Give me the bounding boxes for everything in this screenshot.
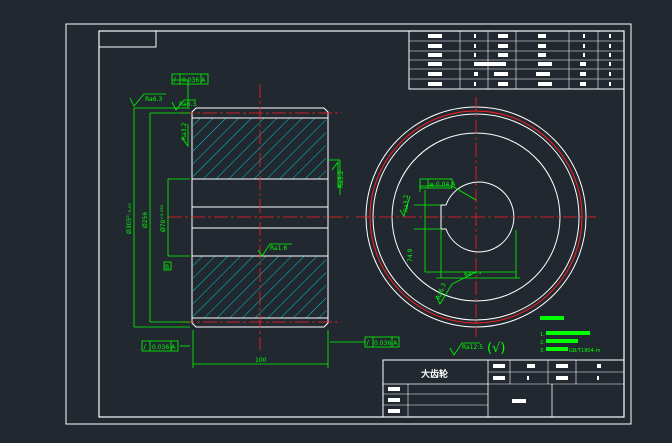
keyway-symmetry-label: ≡ 0.04 A [429, 181, 456, 188]
dim-keyway-depth-label: 74.9 [407, 248, 414, 262]
flatness-bottom-label: 0.036 A [152, 344, 176, 351]
dim-root-dia-label: Ø256 [142, 212, 149, 228]
flatness-top-label: 0.036 A [182, 77, 206, 84]
title-block: 大齿轮 [382, 359, 625, 418]
note-item-2: 2. [540, 340, 545, 346]
flatness-frame-bottom: ∕ 0.036 A [141, 340, 179, 352]
front-dimensions [414, 178, 520, 305]
roughness-bore-front-label: Ra6.3 [435, 282, 448, 301]
note-item-3-std: GB/T1804-m [569, 348, 601, 354]
section-centerlines [168, 84, 350, 350]
check-mark-label: (√) [487, 341, 505, 356]
roughness-top-right-label: Ra6.3 [179, 101, 196, 108]
roughness-face-right-label: Ra3.2 [338, 171, 345, 188]
notes-heading [540, 316, 564, 320]
svg-text:∕: ∕ [174, 76, 177, 84]
dim-outer-dia-label: Ø305⁰₋₀.₀₂ [126, 203, 133, 234]
title-block-name: 大齿轮 [421, 368, 448, 380]
general-roughness: Ra12.5 (√) [449, 341, 505, 356]
roughness-top-left-label: Ra6.3 [145, 96, 162, 103]
dim-bore-dia-label: Ø70⁺⁰·⁰³⁰ [160, 204, 167, 232]
general-roughness-label: Ra12.5 [462, 344, 483, 351]
roughness-symbols-front [399, 195, 411, 217]
dim-width-label: 100 [255, 357, 267, 364]
drawing-frame [65, 23, 632, 425]
roughness-face-left-label: Ra3.2 [181, 123, 188, 140]
hatch-upper-rim [193, 118, 326, 179]
flatness-frame-top: ∕ 0.036 A [171, 73, 209, 85]
section-dimensions [133, 79, 365, 368]
note-item-3: 3. [540, 348, 545, 354]
dim-hub-label: 64⁺⁰·² [464, 271, 482, 278]
svg-text:∕: ∕ [367, 339, 370, 347]
datum-b-label: B [165, 264, 169, 271]
runout-frame-right: ∕ 0.036 A [364, 336, 400, 348]
note-item-1: 1. [540, 332, 545, 338]
roughness-symbols-side [129, 93, 339, 257]
runout-right-label: 0.036 A [374, 340, 398, 347]
hatch-lower-rim [193, 256, 326, 318]
gear-front-view: ≡ 0.04 A Ra3.2 74.9 64⁺⁰·² Ra6.3 [356, 97, 596, 337]
gear-parameter-table [408, 30, 625, 90]
svg-text:∕: ∕ [144, 343, 147, 351]
technical-notes: 1. 2. 3. GB/T1804-m [540, 316, 601, 354]
gear-section-view: ∕ 0.036 A ∕ 0.036 A ∕ 0.036 A Ra6.3 Ra6.… [126, 73, 400, 368]
roughness-keyway-label: Ra3.2 [403, 195, 410, 212]
roughness-bore-label: Ra1.6 [270, 245, 287, 252]
bore-with-keyway [440, 181, 515, 253]
front-centerlines [356, 97, 596, 337]
